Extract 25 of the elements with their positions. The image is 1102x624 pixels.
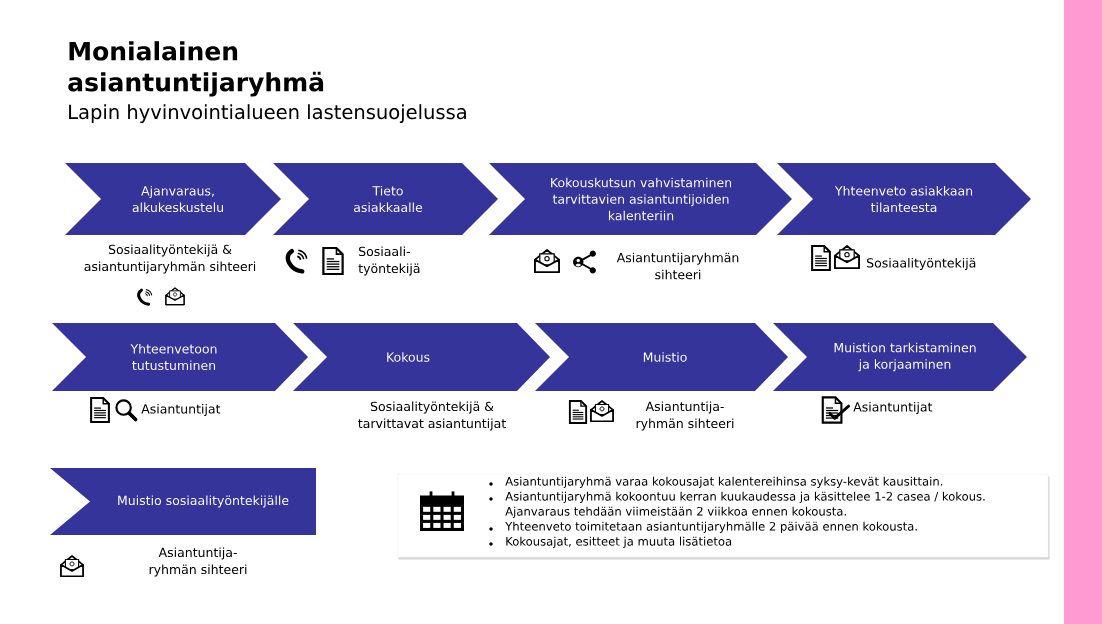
process-step: Tieto asiakkaalle (273, 163, 498, 235)
role-text: Asiantuntijat (141, 403, 221, 417)
process-step: Muistio (535, 323, 788, 391)
role-text: Sosiaalityöntekijä & tarvittavat asiantuntijat (358, 401, 506, 431)
process-step: Ajanvaraus, alkukeskustelu (65, 163, 281, 235)
process-step: Yhteenvetoon tutustuminen (52, 323, 308, 391)
role-text: Asiantuntijat (853, 401, 933, 415)
info-box (397, 474, 1050, 560)
bullet-text: Asiantuntijaryhmä kokoontuu kerran kuukaudessa ja käsittelee 1-2 casea / kokous. Ajanvaraus tehdään viimeistään 2 viikkoa ennen kokousta. (505, 491, 985, 518)
bullet-text: Asiantuntijaryhmä varaa kokousajat kalentereihinsa syksy-kevät kausittain. (505, 476, 943, 488)
bullet-text: Yhteenveto toimitetaan asiantuntijaryhmälle 2 päivää ennen kokousta. (505, 521, 917, 533)
process-step: Yhteenveto asiakkaan tilanteesta (777, 163, 1031, 235)
bullet-text: Kokousajat, esitteet ja muuta lisätietoa (506, 536, 732, 548)
process-step: Muistion tarkistaminen ja korjaaminen (773, 323, 1027, 391)
title: Monialainen asiantuntijaryhmä (68, 41, 324, 97)
role-text: Asiantuntijaryhmän sihteeri (616, 252, 739, 280)
process-step: Kokouskutsun vahvistaminen tarvittavien asiantuntijoiden kalenteriin (489, 163, 792, 235)
role-text: Sosiaali- työntekijä (358, 246, 420, 276)
role-text: Sosiaalityöntekijä (867, 257, 976, 271)
role-text: Asiantuntija- ryhmän sihteeri (149, 547, 247, 577)
role-text: Sosiaalityöntekijä & asiantuntijaryhmän sihteeri (84, 244, 256, 274)
process-step: Kokous (293, 323, 550, 391)
subtitle: Lapin hyvinvointialueen lastensuojelussa (69, 104, 466, 124)
role-text: Asiantuntija- ryhmän sihteeri (636, 401, 734, 431)
process-step: Muistio sosiaalityöntekijälle (50, 468, 316, 535)
